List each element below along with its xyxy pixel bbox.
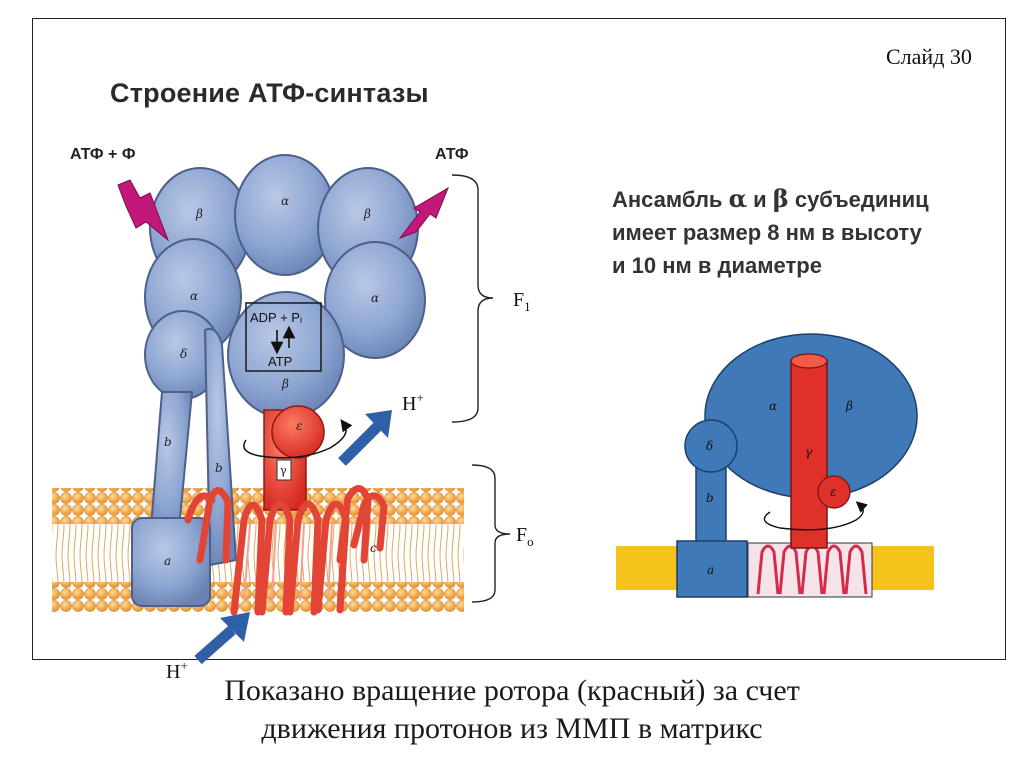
proton-arrow-top [338, 410, 392, 466]
ensemble-suffix: субъединиц [788, 187, 929, 212]
bracket-fo [471, 464, 511, 603]
slide-frame [32, 18, 1006, 660]
bracket-f1 [451, 174, 494, 423]
slide-number: Слайд 30 [886, 44, 972, 69]
right-rotation-arrow [763, 501, 868, 531]
ensemble-line-2: имеет размер 8 нм в высоту [612, 220, 922, 245]
right-delta [684, 419, 738, 473]
label-atp-phosphate: АТФ + Ф [70, 146, 136, 163]
label-f1: F1 [513, 289, 531, 314]
subunit-alpha-right [324, 241, 426, 359]
label-a: a [164, 554, 171, 568]
beta-symbol: β [772, 184, 789, 213]
right-label-beta: β [845, 399, 853, 413]
right-label-alpha: α [769, 399, 777, 413]
proton-arrow-bottom [194, 612, 250, 665]
label-beta-3: β [281, 377, 289, 391]
right-gamma [790, 359, 828, 549]
ensemble-prefix: Ансамбль [612, 187, 729, 212]
magenta-arrows [117, 179, 450, 242]
arrow-atp-phi-in [117, 179, 170, 242]
arrow-atp-out [398, 186, 450, 240]
label-h-plus-top: H+ [402, 390, 424, 415]
proton-arrows [194, 410, 392, 665]
label-atp-product: ATP [268, 354, 292, 369]
label-gamma: γ [280, 464, 287, 477]
ensemble-line-3: и 10 нм в диаметре [612, 253, 822, 278]
right-epsilon [817, 475, 851, 509]
caption-line-2: движения протонов из ММП в матрикс [261, 712, 763, 745]
rotor-central [243, 405, 353, 511]
right-label-epsilon: ε [830, 485, 836, 499]
label-beta-2: β [363, 207, 371, 221]
right-stator-b [695, 467, 727, 551]
right-label-delta: δ [706, 439, 713, 453]
label-b-1: b [164, 435, 172, 449]
c-ring [184, 485, 388, 616]
label-fo: Fo [516, 524, 534, 549]
right-c-ring-box [747, 542, 873, 598]
ensemble-line-1: Ансамбль α и β субъединиц [612, 184, 929, 213]
ensemble-and: и [747, 187, 773, 212]
caption-line-1: Показано вращение ротора (красный) за сч… [224, 674, 800, 707]
label-epsilon: ε [296, 419, 302, 433]
brackets [451, 174, 511, 603]
label-adp-pi: ADP + Pᵢ [250, 310, 302, 325]
label-h-plus-bottom: H+ [166, 658, 188, 683]
label-c: c [370, 541, 377, 555]
right-label-gamma: γ [805, 445, 813, 459]
right-label-a: a [707, 563, 714, 577]
right-schematic: α β γ δ ε b a [616, 333, 934, 598]
label-alpha-3: α [190, 289, 198, 303]
label-atp: АТФ [435, 146, 469, 163]
alpha-symbol: α [728, 184, 748, 213]
bracket-labels: F1 Fo H+ H+ [166, 289, 534, 683]
rotation-arrow-left [243, 419, 353, 459]
subunit-epsilon [271, 405, 325, 459]
label-b-2: b [215, 461, 223, 475]
label-delta: δ [180, 347, 187, 361]
label-beta-1: β [195, 207, 203, 221]
stator-b [148, 328, 238, 567]
label-alpha-2: α [371, 291, 379, 305]
right-label-b: b [706, 491, 714, 505]
right-subunit-a [676, 540, 748, 598]
diagram-title: Строение АТФ-синтазы [110, 78, 429, 108]
label-alpha-1: α [281, 194, 289, 208]
f1-head [144, 154, 426, 419]
subunit-a [131, 517, 211, 607]
left-subunit-labels: β α β α α δ β b b a γ ε c [164, 194, 379, 568]
catalytic-box-text: ADP + Pᵢ ATP [250, 310, 302, 369]
catalytic-site-box [245, 302, 322, 372]
